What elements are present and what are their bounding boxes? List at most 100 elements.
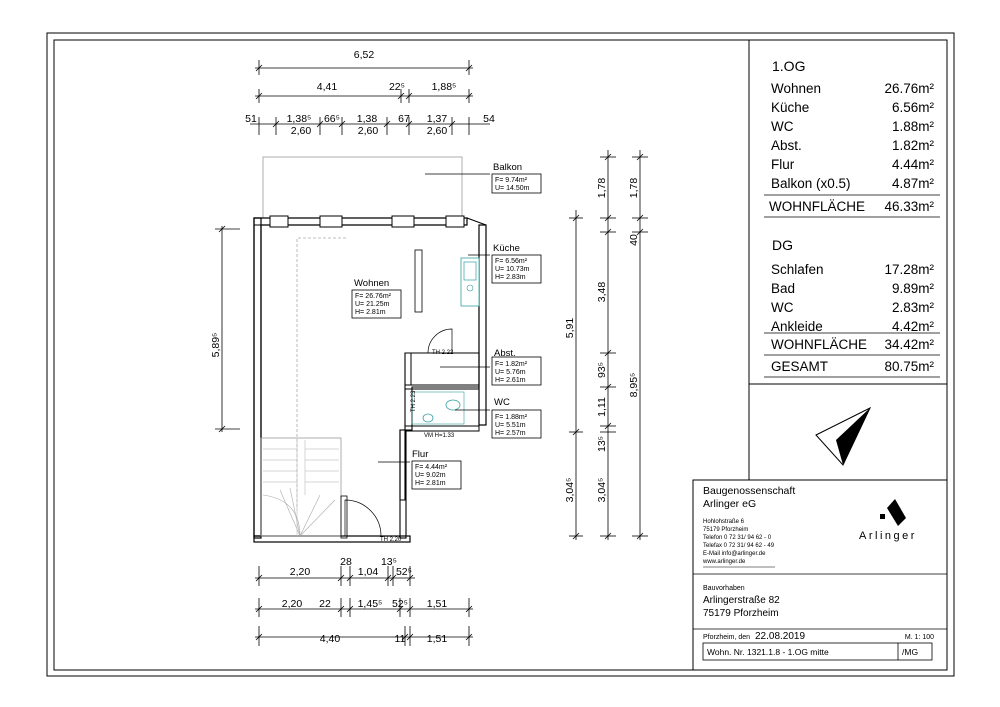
dim-right-a: 5,91 bbox=[564, 318, 576, 339]
dim-top-r3: 2,60 bbox=[427, 125, 448, 137]
company-name-1: Baugenossenschaft bbox=[703, 485, 795, 497]
room-kueche-f: F= 6.56m² bbox=[495, 258, 528, 265]
logo-text: Arlinger bbox=[859, 530, 917, 542]
og-total-value: 46.33m² bbox=[884, 199, 934, 214]
dim-right-a: 3,04⁵ bbox=[564, 478, 576, 503]
dim-right-c: 8,95⁵ bbox=[628, 373, 640, 398]
kitchen-island bbox=[414, 249, 423, 313]
plan-note-th1: TH 2.22 bbox=[432, 350, 454, 356]
area-row-value: 6.56m² bbox=[892, 100, 935, 115]
dim-top-r1: 1,88⁵ bbox=[432, 81, 457, 93]
room-name-kueche: Küche bbox=[493, 243, 520, 254]
room-name-wohnen: Wohnen bbox=[354, 278, 389, 289]
room-kueche-h: H= 2.83m bbox=[495, 274, 526, 281]
top-dimensions bbox=[250, 60, 490, 135]
dim-bottom-r3: 1,51 bbox=[427, 633, 448, 645]
area-row-value: 1.88m² bbox=[892, 119, 935, 134]
dim-bottom-r1: 28 bbox=[340, 556, 352, 568]
dim-right-b: 1,11 bbox=[596, 397, 608, 417]
address-line: Telefon 0 72 31/ 94 62 - 0 bbox=[703, 535, 772, 541]
area-row-value: 26.76m² bbox=[884, 81, 934, 96]
project-street: Arlingerstraße 82 bbox=[703, 595, 780, 606]
plan-date: 22.08.2019 bbox=[755, 631, 805, 642]
room-abst-u: U= 5.76m bbox=[495, 369, 526, 376]
area-row-value: 4.44m² bbox=[892, 157, 935, 172]
dim-right-b: 1,78 bbox=[596, 178, 608, 199]
room-name-flur: Flur bbox=[412, 449, 428, 460]
company-name-2: Arlinger eG bbox=[703, 498, 756, 510]
dim-right-b: 93⁵ bbox=[596, 362, 608, 378]
dim-top-r2: 1,38 bbox=[357, 113, 378, 125]
room-wc-u: U= 5.51m bbox=[495, 422, 526, 429]
author-initials: /MG bbox=[902, 647, 918, 657]
balcony-outline bbox=[262, 156, 463, 220]
dim-bottom-r3: 4,40 bbox=[320, 633, 341, 645]
staircase bbox=[260, 437, 342, 537]
outer-frame bbox=[46, 32, 955, 677]
room-abst-f: F= 1.82m² bbox=[495, 361, 528, 368]
dim-right-b: 3,48 bbox=[596, 282, 608, 303]
plan-scale: M. 1: 100 bbox=[905, 634, 934, 641]
area-row-label: Ankleide bbox=[771, 319, 823, 334]
right-dimensions bbox=[569, 150, 648, 540]
dim-top-r2: 1,38⁵ bbox=[287, 113, 312, 125]
right-wall bbox=[478, 224, 487, 426]
dim-bottom-r3: 11 bbox=[395, 633, 406, 645]
dim-top-r2: 66⁵ bbox=[324, 113, 340, 125]
area-row-value: 2.83m² bbox=[892, 300, 935, 315]
dim-top-total: 6,52 bbox=[354, 49, 375, 61]
dim-top-r1: 4,41 bbox=[317, 81, 338, 93]
bottom-dimensions bbox=[255, 566, 473, 646]
dim-bottom-r2: 22 bbox=[319, 598, 331, 610]
room-wohnen-u: U= 21.25m bbox=[355, 301, 390, 308]
project-label: Bauvorhaben bbox=[703, 585, 745, 592]
og-title: 1.OG bbox=[772, 58, 805, 74]
dim-top-r2: 1,37 bbox=[427, 113, 448, 125]
og-total-label: WOHNFLÄCHE bbox=[769, 199, 865, 214]
room-wc-f: F= 1.88m² bbox=[495, 414, 528, 421]
area-row-label: Bad bbox=[771, 281, 795, 296]
plan-note-th3: TH 2.23 bbox=[411, 390, 417, 412]
project-city: 75179 Pforzheim bbox=[703, 608, 779, 619]
title-block: Baugenossenschaft Arlinger eG Hohlohstra… bbox=[692, 479, 948, 671]
floor-plan bbox=[253, 156, 487, 543]
dim-left-height: 5,89⁵ bbox=[210, 333, 222, 358]
dim-bottom-r1: 13⁵ bbox=[381, 556, 397, 568]
area-row-label: Wohnen bbox=[771, 81, 821, 96]
room-wc-h: H= 2.57m bbox=[495, 430, 526, 437]
area-row-label: WC bbox=[771, 300, 794, 315]
north-arrow-icon bbox=[815, 406, 872, 466]
address-line: www.arlinger.de bbox=[702, 559, 746, 565]
room-abst-h: H= 2.61m bbox=[495, 377, 526, 384]
address-line: Telefax 0 72 31/ 94 62 - 49 bbox=[703, 543, 775, 549]
room-wohnen-h: H= 2.81m bbox=[355, 309, 386, 316]
area-row-value: 1.82m² bbox=[892, 138, 935, 153]
address-line: 75179 Pforzheim bbox=[703, 527, 748, 533]
dim-bottom-r1: 52⁵ bbox=[396, 566, 412, 578]
date-label: Pforzheim, den bbox=[703, 634, 750, 641]
area-row-label: Balkon (x0.5) bbox=[771, 176, 851, 191]
dim-top-r2-right: 54 bbox=[483, 113, 495, 125]
room-flur-h: H= 2.81m bbox=[415, 480, 446, 487]
room-name-wc: WC bbox=[494, 397, 510, 408]
plan-note-vm: VM H=1.33 bbox=[424, 433, 455, 439]
room-kueche-u: U= 10.73m bbox=[495, 266, 530, 273]
grand-total-value: 80.75m² bbox=[884, 359, 934, 374]
dim-top-r3: 2,60 bbox=[358, 125, 379, 137]
room-flur-f: F= 4.44m² bbox=[415, 464, 448, 471]
dim-right-b: 13⁵ bbox=[596, 436, 608, 452]
dim-top-r2-left: 51 bbox=[245, 113, 257, 125]
dim-top-r2: 67 bbox=[398, 113, 410, 125]
grand-total-label: GESAMT bbox=[771, 359, 828, 374]
dim-bottom-r2: 1,51 bbox=[427, 598, 448, 610]
address-line: E-Mail info@arlinger.de bbox=[703, 551, 766, 557]
dim-top-r3: 2,60 bbox=[291, 125, 312, 137]
dim-bottom-r1: 1,04 bbox=[358, 566, 379, 578]
area-row-label: Abst. bbox=[771, 138, 802, 153]
dg-title: DG bbox=[772, 237, 793, 253]
area-row-value: 9.89m² bbox=[892, 281, 935, 296]
area-row-value: 17.28m² bbox=[884, 262, 934, 277]
dim-right-a: 1,78 bbox=[628, 178, 640, 199]
